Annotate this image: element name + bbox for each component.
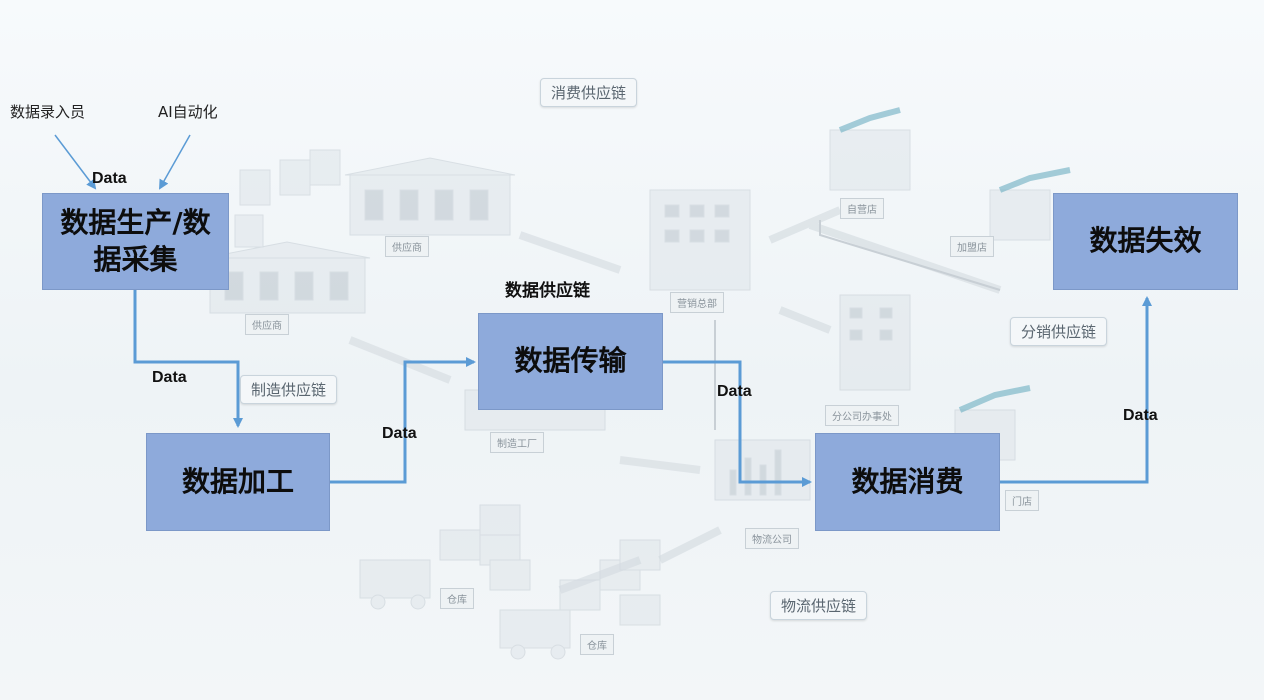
branch-office-tag: 分公司办事处: [825, 405, 899, 426]
transmission-to-consumption-arrow: [663, 360, 812, 487]
data-transmission-box: 数据传输: [478, 313, 663, 410]
supplier-building-icon: [344, 157, 516, 236]
franchise-store-tag: 加盟店: [950, 236, 994, 257]
direct-store-tag: 自营店: [840, 198, 884, 219]
warehouse-tag: 仓库: [580, 634, 614, 655]
manual-entry-source-label: 数据录入员: [10, 103, 86, 121]
logistics-company-tag: 物流公司: [745, 528, 799, 549]
data-label: Data: [717, 383, 752, 400]
monitor-icon: [714, 439, 811, 501]
data-label: Data: [92, 170, 127, 187]
manual-input-arrow: [54, 134, 97, 190]
ai-automation-source-label: AI自动化: [158, 103, 218, 121]
data-production-box: 数据生产/数据采集: [42, 193, 229, 290]
data-consumption-box: 数据消费: [815, 433, 1000, 531]
supplier-tag: 供应商: [245, 314, 289, 335]
manufacturing-chain-tag: 制造供应链: [240, 375, 338, 404]
house-icon: [234, 149, 341, 248]
consumption-to-expiry-arrow: [1000, 296, 1152, 484]
store-icon: [829, 129, 1051, 461]
supplier-tag: 供应商: [385, 236, 429, 257]
growth-arrow-icon: [838, 107, 1071, 413]
data-label: Data: [382, 425, 417, 442]
truck-icon: [359, 559, 571, 660]
office-building-icon: [649, 189, 751, 291]
production-to-processing-arrow: [133, 290, 243, 428]
data-label: Data: [1123, 407, 1158, 424]
data-label: Data: [152, 369, 187, 386]
data-processing-box: 数据加工: [146, 433, 330, 531]
outlet-tag: 门店: [1005, 490, 1039, 511]
supplier-building-icon: [204, 241, 371, 314]
warehouse-tag: 仓库: [440, 588, 474, 609]
office-building-icon: [839, 294, 911, 391]
data-expiry-box: 数据失效: [1053, 193, 1238, 290]
processing-to-transmission-arrow: [330, 357, 476, 484]
background-flow-arrows: [348, 206, 1002, 594]
consumer-chain-tag: 消费供应链: [540, 78, 638, 107]
ai-input-arrow: [159, 134, 191, 190]
factory-tag: 制造工厂: [490, 432, 544, 453]
supply-chain-caption: 数据供应链: [505, 281, 590, 301]
logistics-chain-tag: 物流供应链: [770, 591, 868, 620]
distribution-chain-tag: 分销供应链: [1010, 317, 1108, 346]
marketing-hq-tag: 营销总部: [670, 292, 724, 313]
background-connector-lines: [714, 220, 1001, 430]
